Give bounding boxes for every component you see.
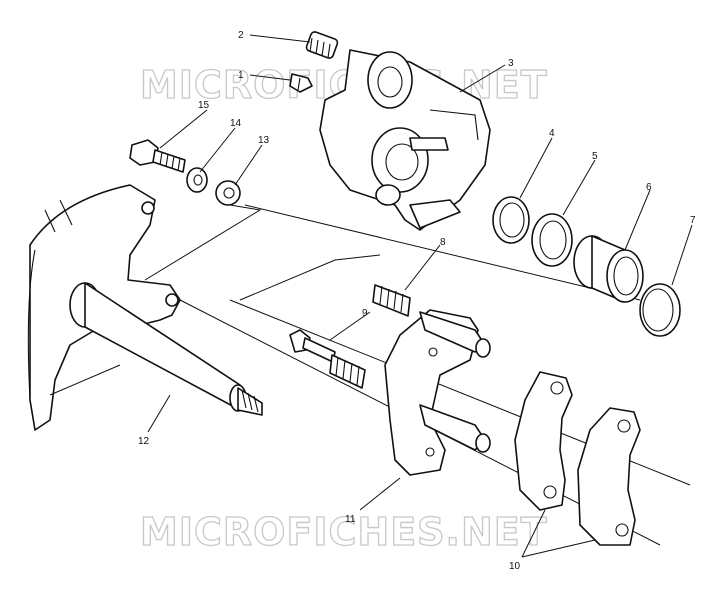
cap-7 [639,283,681,337]
callout-13: 13 [258,135,270,146]
leader-lines [49,34,693,558]
callout-7: 7 [690,215,696,226]
seal-4 [492,196,530,244]
callout-1: 1 [238,70,244,81]
callout-6: 6 [646,182,652,193]
pin-9 [289,329,366,389]
callout-5: 5 [592,151,598,162]
fitting-1 [289,73,313,93]
callout-14: 14 [230,118,242,129]
callout-3: 3 [508,58,514,69]
callout-11: 11 [345,514,356,525]
seal-5 [531,213,573,267]
callout-2: 2 [238,30,244,41]
caliper-bracket-11 [384,309,491,476]
callout-labels: 2 1 3 15 14 13 4 5 6 7 8 9 12 11 10 [138,30,696,572]
callout-10: 10 [509,561,521,572]
callout-4: 4 [549,128,555,139]
brake-pad-right-10 [577,407,641,546]
bleed-screw-2 [305,31,339,59]
watermark-bottom: MICROFICHES.NET [140,510,548,554]
boot-8 [372,284,411,317]
lock-washer-14 [186,167,208,193]
callout-12: 12 [138,436,150,447]
callout-15: 15 [198,100,210,111]
piston-6 [573,235,644,303]
callout-9: 9 [362,308,368,319]
bolt-15 [129,139,186,173]
shaft-pin-12 [69,282,263,416]
caliper-body-3 [319,49,491,231]
brake-pad-left-10 [514,371,573,511]
flat-washer-13 [215,180,241,206]
callout-8: 8 [440,237,446,248]
